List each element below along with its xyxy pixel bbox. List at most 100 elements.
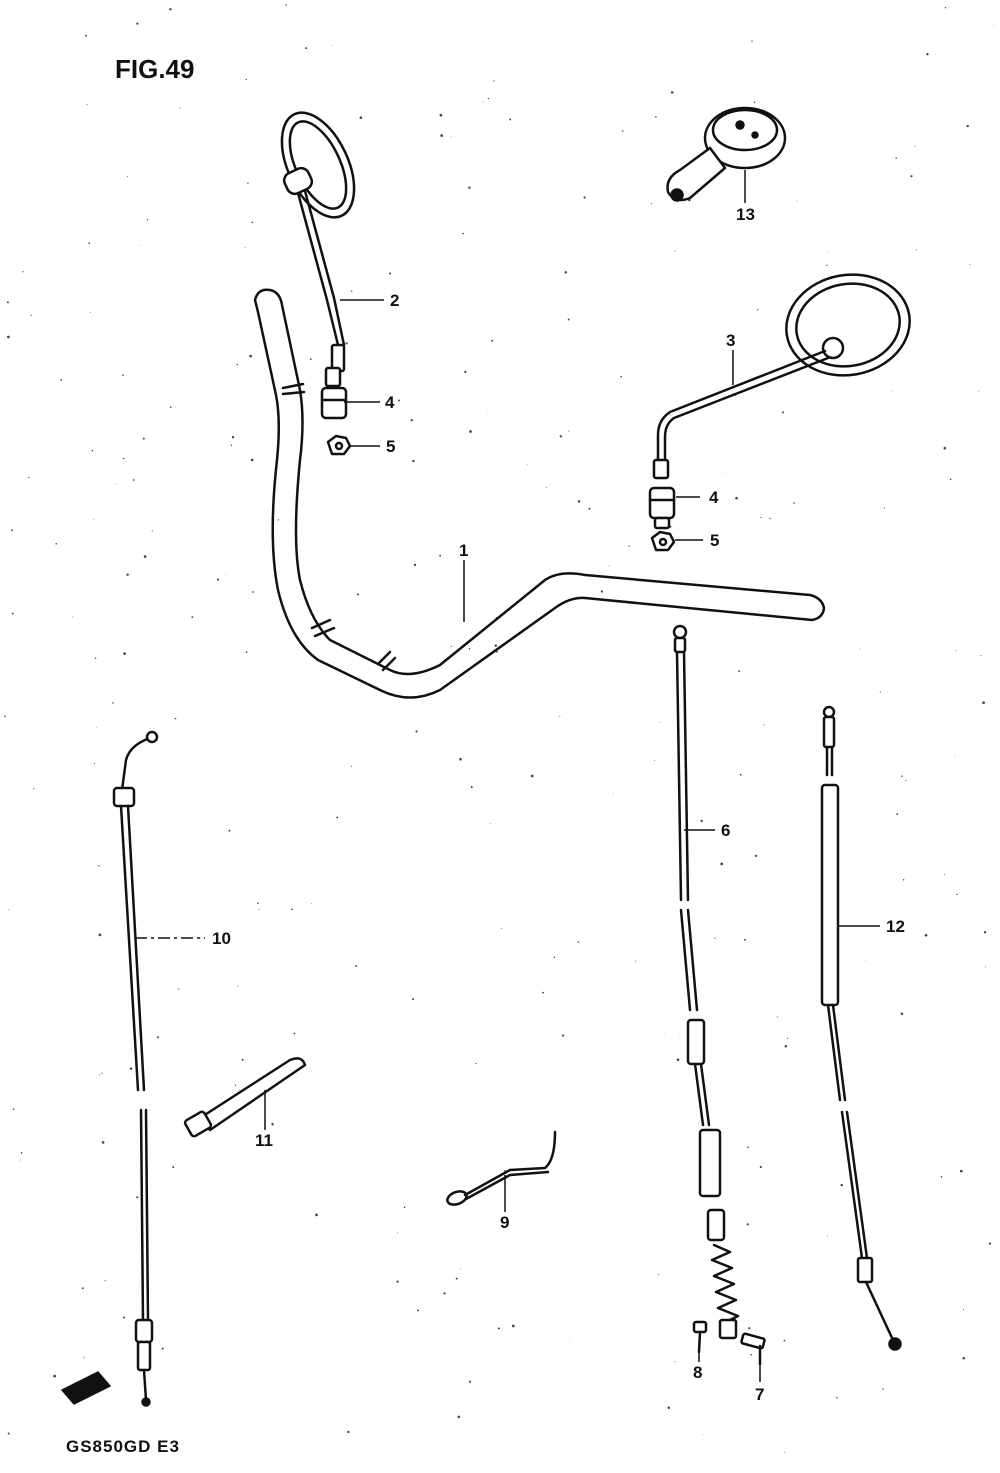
noise-speck bbox=[311, 903, 313, 904]
noise-speck bbox=[784, 1045, 788, 1048]
callout-12: 12 bbox=[886, 917, 905, 936]
noise-speck bbox=[251, 221, 254, 224]
noise-speck bbox=[500, 928, 502, 930]
noise-speck bbox=[98, 1074, 100, 1076]
noise-speck bbox=[497, 1327, 500, 1330]
noise-speck bbox=[350, 765, 353, 767]
noise-speck bbox=[72, 616, 74, 618]
noise-speck bbox=[891, 390, 893, 392]
noise-speck bbox=[978, 391, 980, 392]
noise-speck bbox=[55, 542, 58, 545]
noise-speck bbox=[650, 203, 652, 205]
noise-speck bbox=[450, 645, 452, 647]
noise-speck bbox=[569, 1338, 570, 1340]
noise-speck bbox=[530, 774, 534, 778]
noise-speck bbox=[417, 1309, 419, 1312]
noise-speck bbox=[943, 446, 947, 450]
noise-speck bbox=[347, 1430, 350, 1434]
noise-speck bbox=[122, 457, 125, 460]
noise-speck bbox=[397, 1232, 398, 1234]
clamp-part-9 bbox=[446, 1130, 557, 1206]
noise-speck bbox=[914, 145, 916, 147]
noise-speck bbox=[663, 1033, 665, 1034]
noise-speck bbox=[293, 1032, 296, 1035]
noise-speck bbox=[191, 616, 194, 619]
noise-speck bbox=[698, 1122, 700, 1124]
noise-speck bbox=[635, 960, 637, 962]
noise-speck bbox=[439, 554, 441, 557]
noise-speck bbox=[396, 1280, 399, 1283]
noise-speck bbox=[900, 1012, 904, 1015]
noise-speck bbox=[959, 1169, 963, 1173]
noise-speck bbox=[88, 242, 91, 245]
noise-speck bbox=[60, 379, 63, 381]
noise-speck bbox=[116, 483, 118, 485]
noise-speck bbox=[980, 655, 982, 657]
noise-speck bbox=[129, 1067, 133, 1070]
noise-speck bbox=[620, 375, 622, 378]
noise-speck bbox=[910, 175, 913, 178]
noise-speck bbox=[583, 196, 586, 199]
noise-speck bbox=[245, 651, 248, 653]
noise-speck bbox=[85, 34, 87, 37]
callout-6: 6 bbox=[721, 821, 730, 840]
noise-speck bbox=[174, 717, 177, 720]
noise-speck bbox=[440, 134, 444, 137]
noise-speck bbox=[356, 593, 360, 596]
noise-speck bbox=[826, 264, 828, 267]
noise-speck bbox=[98, 865, 100, 867]
noise-speck bbox=[238, 1089, 240, 1091]
noise-speck bbox=[241, 1058, 244, 1061]
noise-speck bbox=[796, 200, 798, 202]
noise-speck bbox=[91, 449, 94, 452]
noise-speck bbox=[511, 1324, 515, 1328]
cable-part-12 bbox=[820, 705, 902, 1351]
noise-speck bbox=[469, 430, 472, 433]
noise-speck bbox=[22, 271, 24, 273]
noise-speck bbox=[53, 1374, 56, 1378]
noise-speck bbox=[6, 301, 9, 304]
noise-speck bbox=[136, 22, 139, 25]
noise-speck bbox=[231, 436, 235, 439]
noise-speck bbox=[143, 555, 147, 558]
callout-13: 13 bbox=[736, 205, 755, 224]
noise-speck bbox=[743, 938, 746, 941]
noise-speck bbox=[674, 250, 676, 252]
noise-speck bbox=[577, 941, 580, 943]
noise-speck bbox=[228, 829, 231, 832]
noise-speck bbox=[83, 1356, 85, 1358]
noise-speck bbox=[236, 363, 239, 366]
noise-speck bbox=[450, 136, 452, 138]
noise-speck bbox=[679, 1037, 681, 1038]
noise-speck bbox=[252, 591, 254, 593]
noise-speck bbox=[309, 358, 312, 361]
noise-speck bbox=[101, 1141, 105, 1144]
noise-speck bbox=[879, 691, 881, 693]
noise-speck bbox=[413, 563, 417, 567]
noise-speck bbox=[101, 1072, 103, 1074]
noise-speck bbox=[753, 101, 756, 104]
noise-speck bbox=[658, 1274, 660, 1276]
noise-speck bbox=[542, 991, 544, 994]
noise-speck bbox=[403, 1206, 406, 1209]
noise-speck bbox=[901, 775, 903, 777]
callout-10: 10 bbox=[212, 929, 231, 948]
noise-speck bbox=[669, 414, 671, 416]
noise-speck bbox=[895, 157, 897, 159]
noise-speck bbox=[490, 823, 491, 825]
noise-speck bbox=[271, 1123, 274, 1126]
noise-speck bbox=[714, 937, 716, 939]
cable-guide-part-11 bbox=[183, 1057, 307, 1138]
noise-speck bbox=[670, 91, 674, 94]
noise-speck bbox=[786, 1037, 788, 1039]
noise-speck bbox=[504, 1169, 506, 1172]
noise-speck bbox=[763, 724, 765, 726]
noise-speck bbox=[457, 1415, 461, 1419]
noise-speck bbox=[562, 1034, 565, 1037]
noise-speck bbox=[250, 458, 254, 462]
noise-speck bbox=[104, 1280, 106, 1282]
throttle-housing-part-13 bbox=[666, 106, 787, 202]
callout-8: 8 bbox=[693, 1363, 702, 1382]
